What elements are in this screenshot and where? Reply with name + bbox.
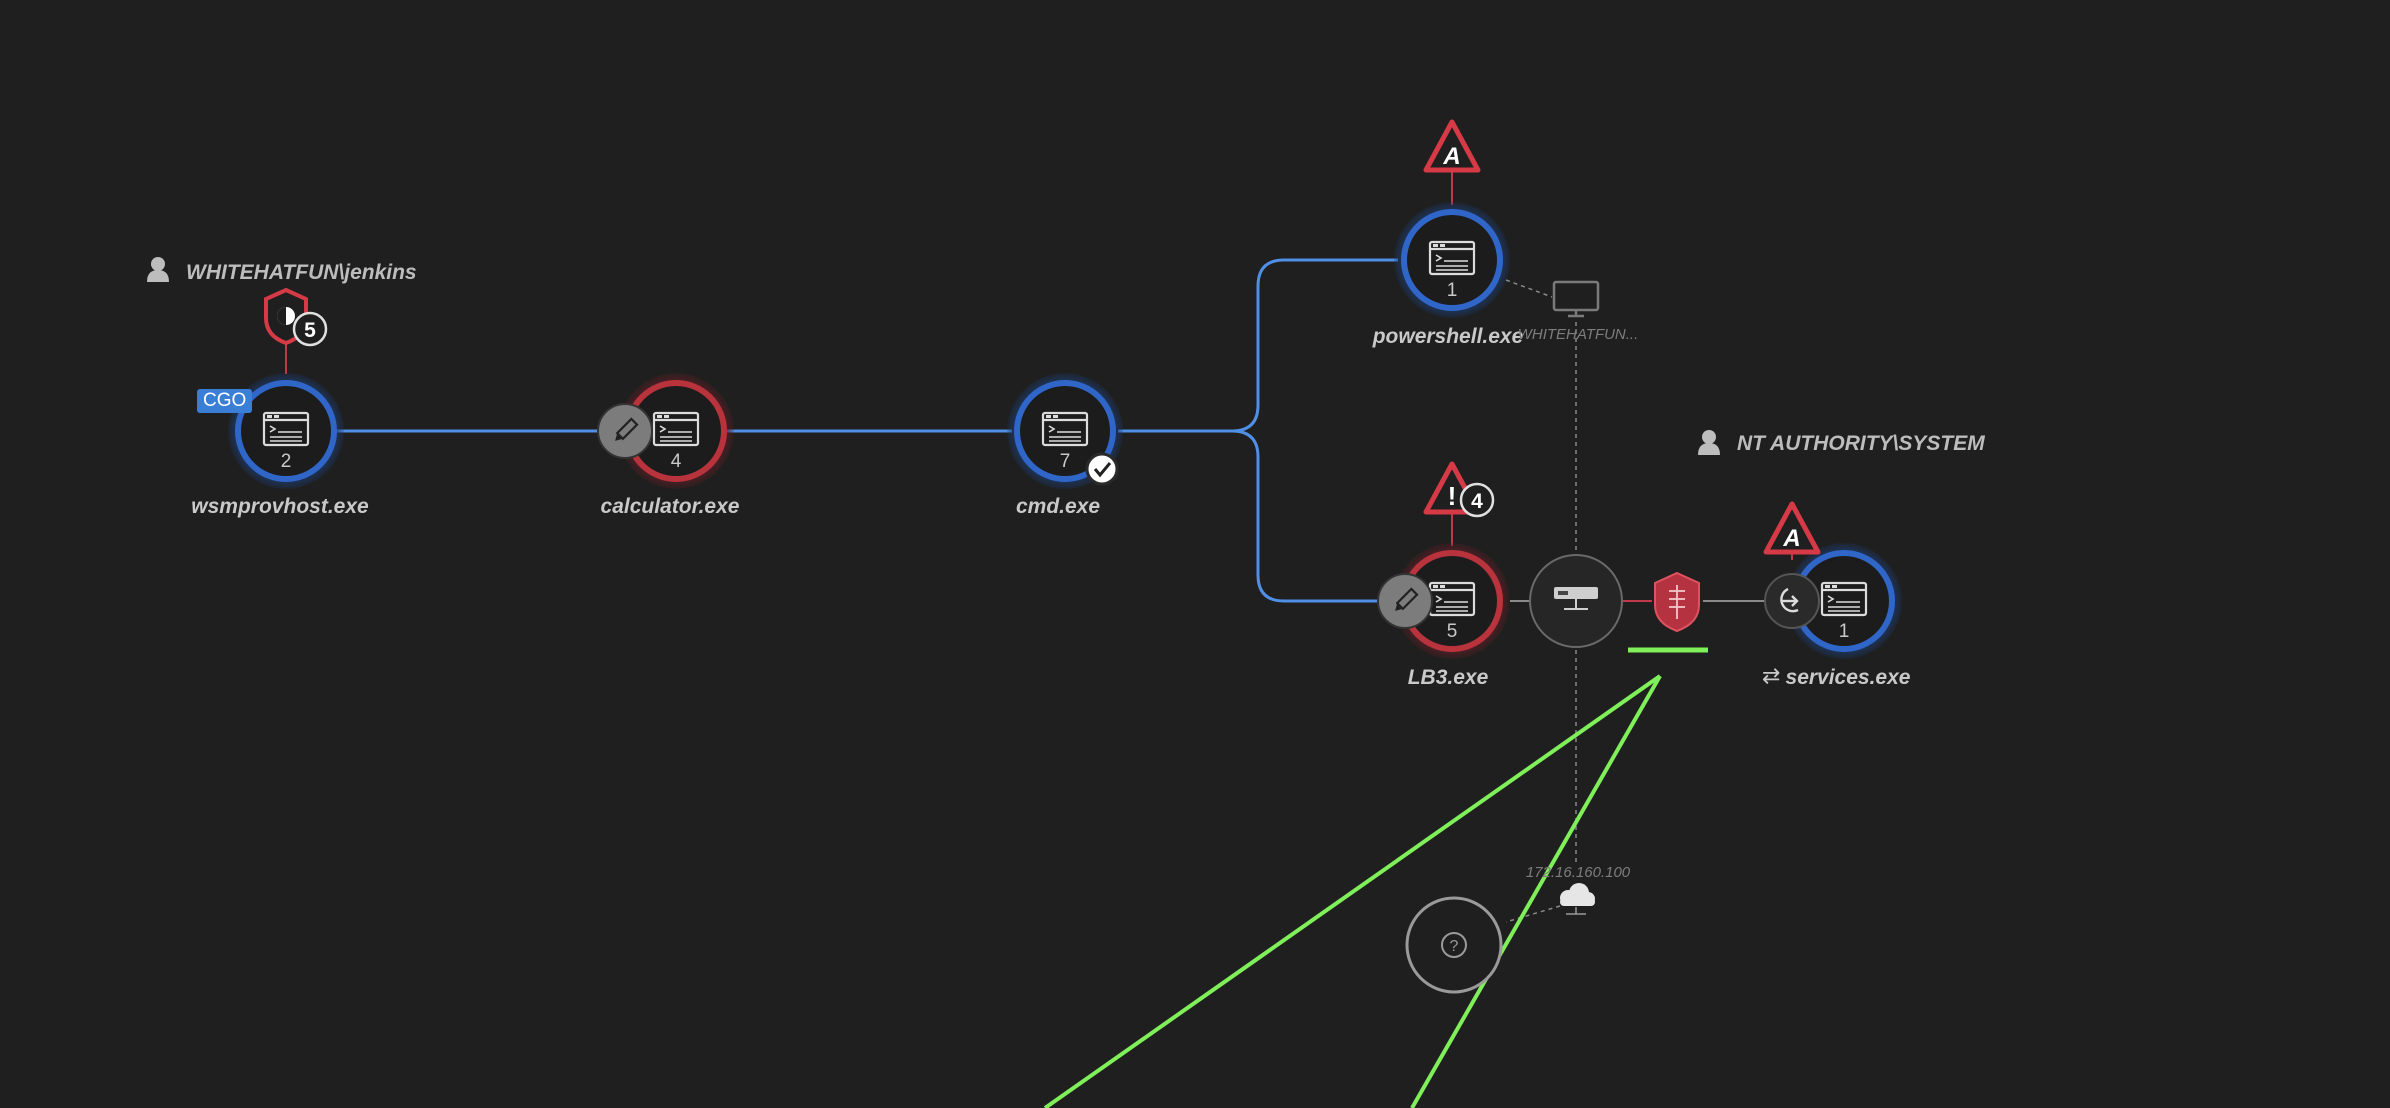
ip-label[interactable]: 172.16.160.100 [1525,864,1631,881]
edge-cmd-powershell [1231,258,1398,433]
user-icon [147,257,169,282]
alert-letter: A [1782,525,1800,552]
svg-text:4: 4 [1471,490,1483,513]
alert-badge-services[interactable]: A [1763,501,1821,555]
process-label-powershell[interactable]: powershell.exe [1372,325,1524,348]
pencil-icon [615,417,639,441]
edge-cmd-lb3 [1231,429,1380,603]
exclamation-icon: ! [1448,481,1457,511]
highlight-line-left [1043,674,1662,1108]
server-node[interactable] [1529,554,1623,648]
question-icon [1441,932,1467,958]
process-count: 1 [1839,621,1850,642]
firewall-node[interactable] [1654,571,1700,633]
user-icon [1698,430,1720,455]
user-label-system: NT AUTHORITY\SYSTEM [1737,432,1985,455]
injection-badge-services[interactable] [1764,573,1820,629]
process-label-wsmprovhost[interactable]: wsmprovhost.exe [191,495,369,518]
refresh-icon: ⇄ [1762,664,1781,689]
process-node-calculator[interactable]: 4 [618,373,734,489]
process-node-services[interactable]: 1 [1786,543,1902,659]
unknown-node[interactable]: ? [1405,896,1503,994]
shield-count-wsmprovhost: 5 [292,311,328,347]
svg-text:5: 5 [304,319,316,342]
edit-badge-lb3[interactable] [1377,573,1433,629]
process-count: 7 [1060,451,1071,472]
redirect-arrow-icon [1780,587,1799,613]
alert-triangle-icon [1763,501,1821,555]
process-label-cmd[interactable]: cmd.exe [1015,495,1101,518]
user-label-jenkins: WHITEHATFUN\jenkins [186,261,417,284]
edges [285,170,1793,923]
process-label-services[interactable]: services.exe [1785,666,1911,689]
process-node-powershell[interactable]: 1 [1394,202,1510,318]
alert-count-lb3: 4 [1459,482,1495,518]
edit-badge-calculator[interactable] [597,403,653,459]
process-count: 1 [1447,280,1458,301]
process-count: 4 [671,451,682,472]
edge-cloud-unknown [1505,905,1561,923]
alert-letter: A [1442,143,1460,170]
alert-triangle-icon [1423,119,1481,173]
svg-text:?: ? [1450,938,1459,955]
check-badge-cmd [1085,452,1119,486]
process-count: 2 [281,451,292,472]
alert-badge-powershell[interactable]: A [1423,119,1481,173]
process-node-wsmprovhost[interactable]: 2 [228,373,344,489]
process-node-lb3[interactable]: 5 [1394,543,1510,659]
highlight-overlay [1043,647,1708,1108]
checkmark-icon [1093,462,1112,478]
edge-powershell-monitor [1505,279,1553,298]
process-tag-cgo[interactable]: CGO [197,389,253,413]
highlight-line-right [1410,675,1662,1108]
pencil-icon [1395,587,1419,611]
cloud-icon[interactable] [1560,883,1595,915]
machine-label[interactable]: WHITEHATFUN... [1517,326,1639,343]
process-label-calculator[interactable]: calculator.exe [600,495,740,518]
process-label-lb3[interactable]: LB3.exe [1407,666,1489,689]
monitor-icon[interactable] [1552,280,1600,318]
process-count: 5 [1447,621,1458,642]
server-icon [1554,587,1598,610]
